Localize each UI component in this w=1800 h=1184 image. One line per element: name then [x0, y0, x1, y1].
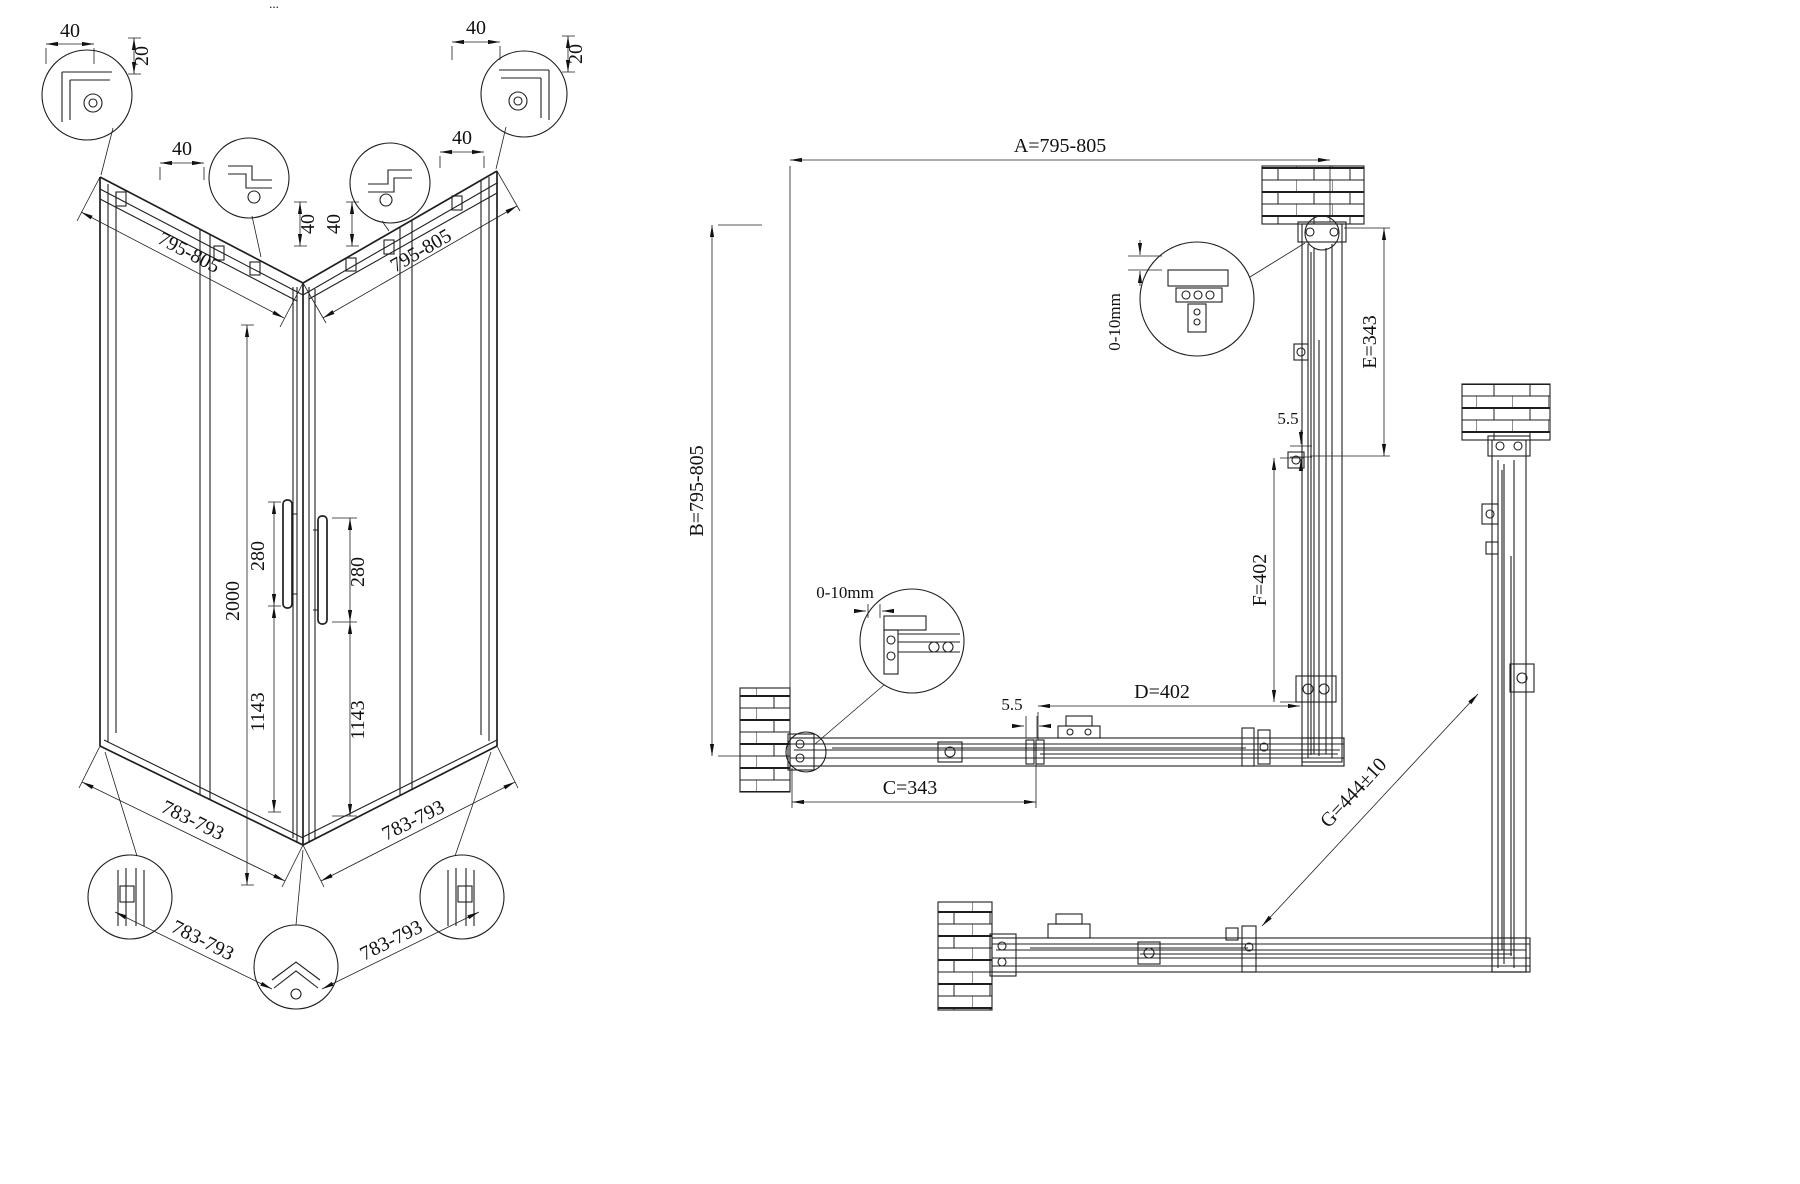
door-handles [282, 499, 328, 625]
detail-circle-mid-left [208, 137, 290, 219]
wall-left [739, 687, 791, 793]
plan-dim-D: D=402 [1134, 681, 1190, 703]
iso-dim-width-top-right: 795-805 [387, 225, 456, 277]
iso-dim-40-midright-h: 40 [452, 127, 472, 149]
iso-dim-40-midleft-v: 40 [297, 214, 319, 234]
wall-top-right [1261, 165, 1365, 225]
iso-dim-width-bottom-right-outer: 783-793 [357, 916, 426, 965]
iso-dim-40-topright: 40 [466, 17, 486, 39]
plan-gap-left: 0-10mm [816, 583, 874, 602]
iso-cropped-marks: ... [269, 0, 279, 11]
main-horizontal-track [787, 715, 1345, 771]
iso-dim-40-midright-v: 40 [323, 214, 345, 234]
iso-dimensions: 40 20 40 40 40 40 40 20 795-805 795-805 … [45, 0, 587, 990]
plan-dim-F: F=402 [1249, 554, 1271, 606]
wall-corner2-top [1461, 383, 1551, 441]
iso-view: 40 20 40 40 40 40 40 20 795-805 795-805 … [41, 0, 587, 1010]
plan-dim-C: C=343 [883, 777, 938, 799]
plan-dimensions: A=795-805 B=795-805 E=343 F=402 D=402 C=… [686, 135, 1479, 927]
iso-dim-width-bottom-left-outer: 783-793 [168, 916, 237, 965]
iso-dim-handle-right: 280 [347, 557, 369, 587]
corner-assembly [989, 435, 1535, 977]
iso-dim-height-2000: 2000 [222, 581, 244, 621]
plan-detail-circles [785, 215, 1340, 773]
iso-dim-width-bottom-right-inner: 783-793 [379, 796, 448, 845]
plan-gap-top: 0-10mm [1105, 293, 1124, 351]
iso-dim-door-right: 1143 [347, 700, 369, 739]
detail-circle-wall-bracket-top [1139, 241, 1255, 357]
iso-structure [99, 170, 498, 846]
plan-dim-A: A=795-805 [1014, 135, 1106, 157]
plan-view: A=795-805 B=795-805 E=343 F=402 D=402 C=… [686, 135, 1551, 1011]
detail-circle-bottom-left [87, 854, 173, 940]
iso-dim-40-topleft: 40 [60, 20, 80, 42]
plan-offset-bottom: 5.5 [1001, 695, 1022, 714]
detail-circle-wall-bracket-left [859, 588, 965, 694]
iso-detail-circles [41, 49, 568, 1010]
iso-dim-40-midleft-h: 40 [172, 138, 192, 160]
iso-dim-door-left: 1143 [247, 692, 269, 731]
plan-dim-B: B=795-805 [686, 445, 708, 536]
detail-circle-bottom-right [419, 854, 505, 940]
iso-dim-handle-left: 280 [247, 541, 269, 571]
detail-circle-mid-right [349, 142, 431, 224]
detail-circle-top-left [41, 49, 133, 141]
plan-dim-E: E=343 [1359, 315, 1381, 369]
wall-corner2-left [937, 901, 993, 1011]
main-vertical-track [1287, 221, 1347, 763]
detail-circle-top-right [480, 50, 568, 138]
iso-dim-20-topright: 20 [565, 44, 587, 64]
detail-circle-bottom-center [253, 924, 339, 1010]
plan-offset-top: 5.5 [1277, 409, 1298, 428]
iso-dim-20-topleft: 20 [131, 46, 153, 66]
